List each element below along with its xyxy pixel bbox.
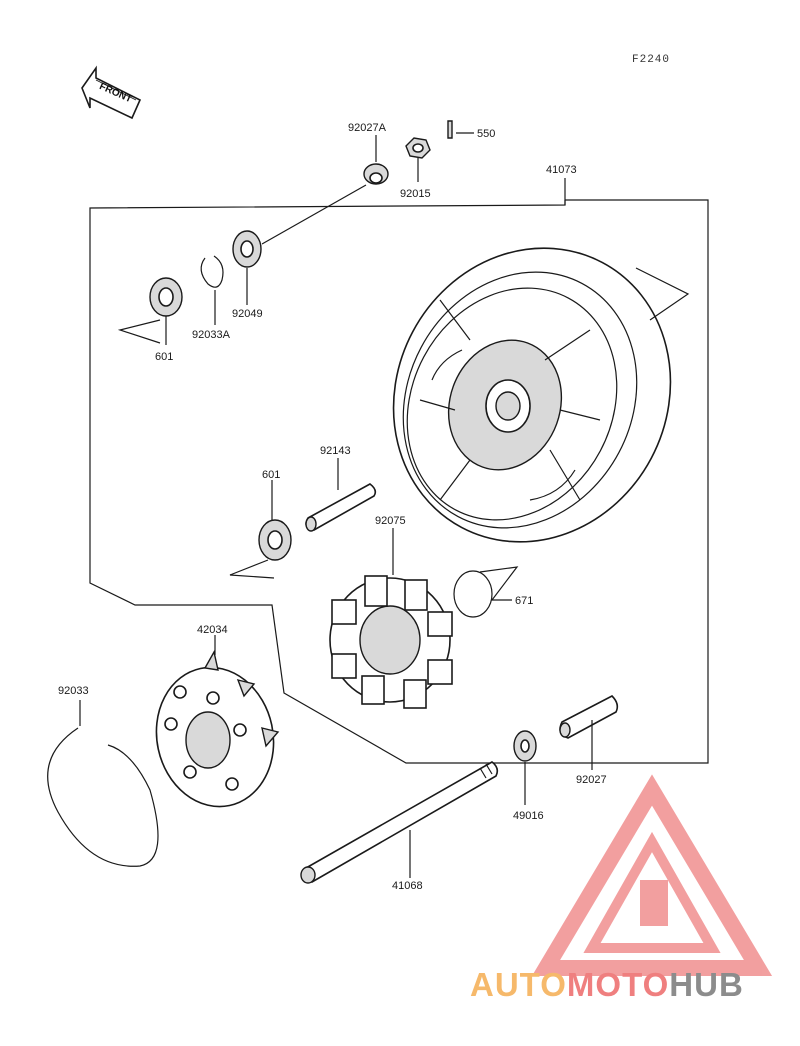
watermark-hub: HUB	[669, 966, 744, 1003]
label-92027A: 92027A	[348, 122, 387, 134]
label-92049: 92049	[232, 308, 263, 320]
part-92027: 92027	[559, 695, 619, 786]
svg-text:AUTOMOTOHUB: AUTOMOTOHUB	[470, 966, 744, 1003]
part-601-mid: 601	[229, 469, 292, 579]
diagram-code: F2240	[632, 54, 670, 66]
part-671: 671	[453, 566, 533, 618]
label-92075: 92075	[375, 515, 406, 527]
watermark-auto: AUTO	[470, 966, 567, 1003]
front-arrow-icon: FRONT	[81, 65, 142, 120]
label-671: 671	[515, 595, 533, 607]
rear-wheel	[392, 247, 690, 543]
label-41068: 41068	[392, 880, 423, 892]
label-92027: 92027	[576, 774, 607, 786]
label-92143: 92143	[320, 445, 351, 457]
part-92049: 92049	[232, 230, 263, 320]
label-92015: 92015	[400, 188, 431, 200]
assembly-outline	[89, 199, 709, 764]
part-42034: 42034	[155, 624, 280, 808]
part-49016: 49016	[513, 730, 544, 822]
part-92033: 92033	[47, 685, 159, 867]
label-601-top: 601	[155, 351, 173, 363]
label-92033: 92033	[58, 685, 89, 697]
label-42034: 42034	[197, 624, 228, 636]
automotohub-watermark: AUTOMOTOHUB	[470, 774, 773, 1003]
label-41073: 41073	[546, 164, 577, 176]
label-92033A: 92033A	[192, 329, 231, 341]
watermark-moto: MOTO	[567, 966, 669, 1003]
part-550: 550	[447, 120, 495, 140]
part-601-top: 601	[117, 277, 183, 363]
part-41068: 41068	[300, 761, 499, 892]
label-49016: 49016	[513, 810, 544, 822]
part-92027A: 92027A	[261, 122, 389, 245]
part-92033A: 92033A	[192, 255, 231, 341]
part-92015: 92015	[400, 137, 431, 200]
part-92143: 92143	[305, 445, 377, 532]
triangle-logo-icon	[531, 774, 773, 976]
label-550: 550	[477, 128, 495, 140]
label-601-mid: 601	[262, 469, 280, 481]
part-92075: 92075	[329, 515, 453, 709]
